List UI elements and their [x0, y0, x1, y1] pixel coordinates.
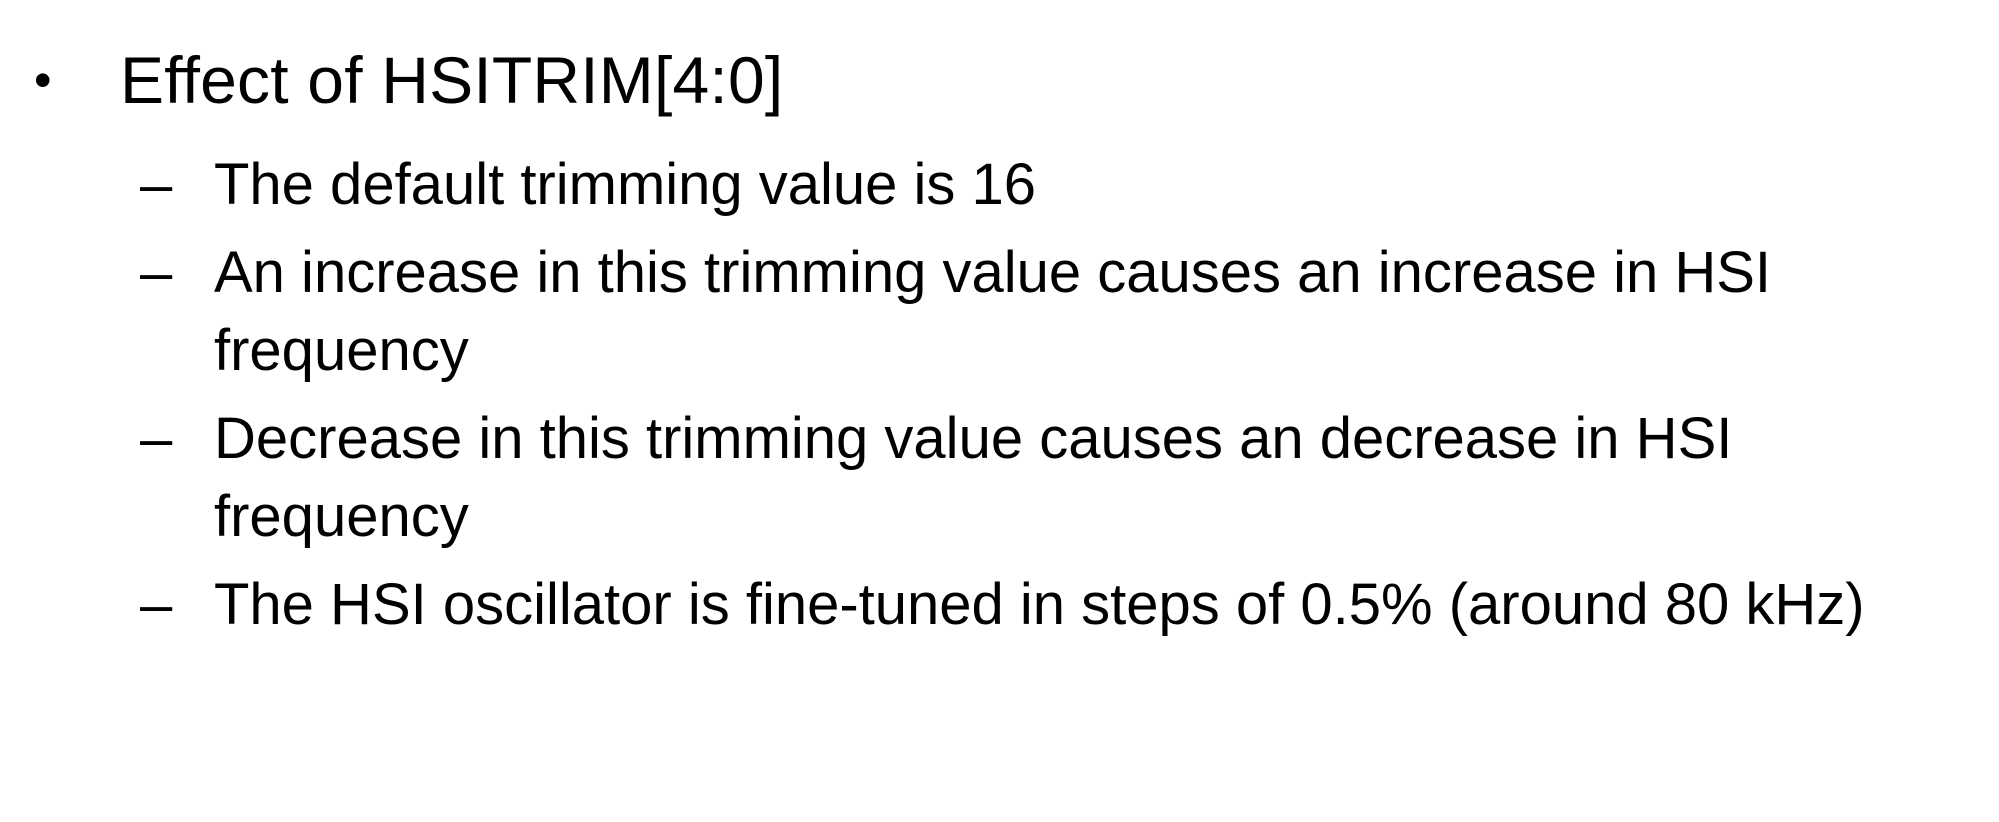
list-item-text: Decrease in this trimming value causes a… — [214, 406, 1733, 549]
dash-icon: – — [140, 240, 173, 305]
list-item: – Decrease in this trimming value causes… — [140, 400, 1980, 556]
list-item: – The default trimming value is 16 — [140, 146, 1980, 224]
dash-icon: – — [140, 406, 173, 471]
dash-icon: – — [140, 572, 173, 637]
list-item: – The HSI oscillator is fine-tuned in st… — [140, 566, 1980, 644]
list-item: – An increase in this trimming value cau… — [140, 234, 1980, 390]
main-bullet: • Effect of HSITRIM[4:0] — [28, 30, 783, 130]
dash-icon: – — [140, 152, 173, 217]
list-item-text: The HSI oscillator is fine-tuned in step… — [214, 572, 1865, 637]
bullet-icon: • — [34, 52, 52, 108]
bullet-heading: Effect of HSITRIM[4:0] — [120, 43, 784, 117]
list-item-text: The default trimming value is 16 — [214, 152, 1037, 217]
sub-bullet-list: – The default trimming value is 16 – An … — [140, 146, 1980, 654]
list-item-text: An increase in this trimming value cause… — [214, 240, 1772, 383]
